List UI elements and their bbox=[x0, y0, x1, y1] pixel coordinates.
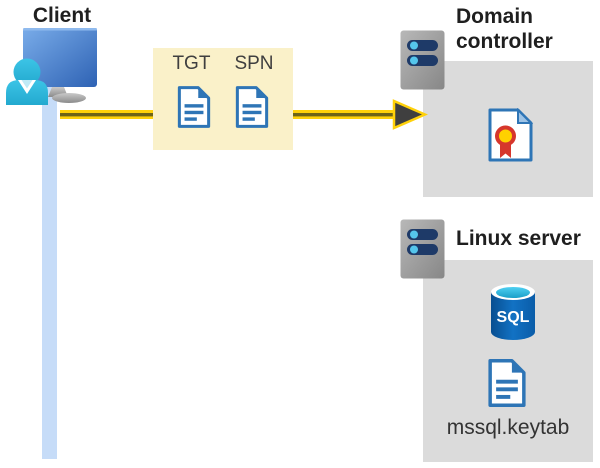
keytab-filename-label: mssql.keytab bbox=[446, 416, 570, 439]
client-vertical-connector bbox=[42, 86, 57, 459]
certificate-icon bbox=[488, 108, 533, 162]
ticket-box: TGT SPN bbox=[153, 48, 293, 150]
linux-server-icon bbox=[400, 219, 445, 279]
sql-database-icon: SQL bbox=[491, 284, 535, 340]
spn-label: SPN bbox=[234, 53, 274, 74]
tgt-document-icon bbox=[177, 86, 211, 128]
keytab-document-icon bbox=[488, 358, 526, 408]
domain-controller-server-icon bbox=[400, 30, 445, 90]
linux-server-title: Linux server bbox=[456, 227, 581, 250]
client-title: Client bbox=[32, 4, 92, 27]
domain-controller-title: Domain controller bbox=[456, 5, 553, 53]
sql-label: SQL bbox=[497, 309, 530, 326]
spn-document-icon bbox=[235, 86, 269, 128]
client-computer-user-icon bbox=[6, 28, 97, 105]
tgt-label: TGT bbox=[172, 53, 211, 74]
